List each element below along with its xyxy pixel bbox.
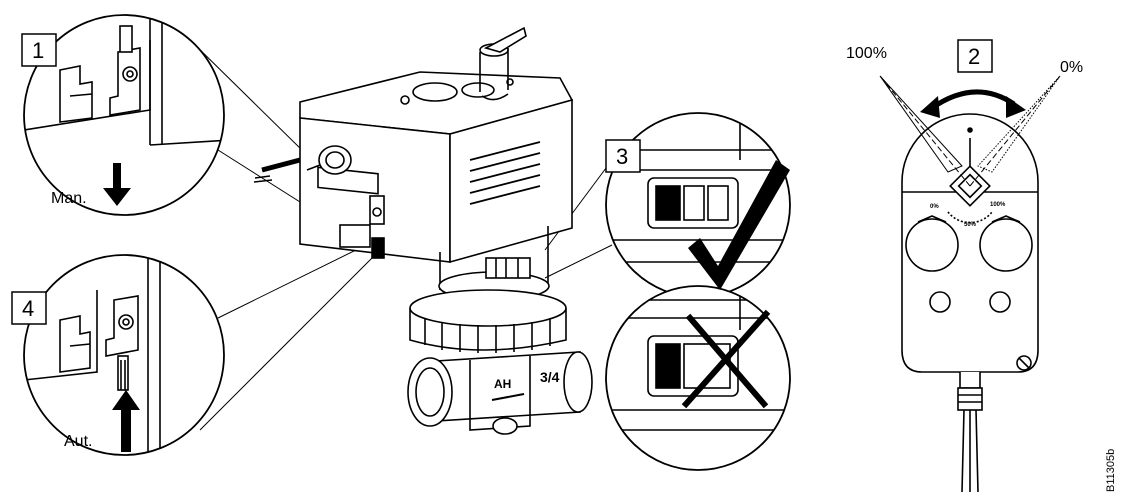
detail-manual: Man. — [23, 14, 225, 216]
step-box-3: 3 — [605, 139, 641, 173]
step-box-2: 2 — [957, 39, 993, 73]
detail-incorrect-position — [605, 285, 791, 471]
label-manual: Man. — [51, 190, 87, 207]
step-box-4: 4 — [11, 291, 47, 325]
rotation-range-lines — [879, 75, 1061, 187]
actuator-front-view — [901, 113, 1039, 493]
detail-correct-position — [605, 112, 791, 298]
drawing-code: B11305b — [1105, 449, 1117, 492]
svg-text:2: 2 — [968, 44, 980, 69]
arrow-up-icon — [112, 390, 140, 452]
svg-text:1: 1 — [32, 38, 44, 63]
valve-brand: AH — [494, 377, 511, 391]
checkmark-icon — [688, 160, 790, 290]
arrow-down-icon — [103, 163, 131, 206]
dial-min-label: 0% — [930, 204, 939, 210]
cross-icon — [681, 309, 771, 409]
svg-text:3: 3 — [616, 144, 628, 169]
label-full-open: 100% — [846, 45, 887, 62]
valve-size: 3/4 — [540, 369, 560, 385]
rotation-arrow-icon — [920, 89, 1026, 118]
actuator-assembly — [253, 26, 593, 435]
dial-max-label: 100% — [990, 202, 1006, 208]
dial-mid-label: 50% — [964, 222, 977, 228]
label-closed: 0% — [1060, 59, 1083, 76]
svg-text:4: 4 — [22, 296, 34, 321]
label-automatic: Aut. — [64, 433, 92, 450]
detail-automatic: Aut. — [23, 254, 225, 456]
step-box-1: 1 — [21, 33, 57, 67]
